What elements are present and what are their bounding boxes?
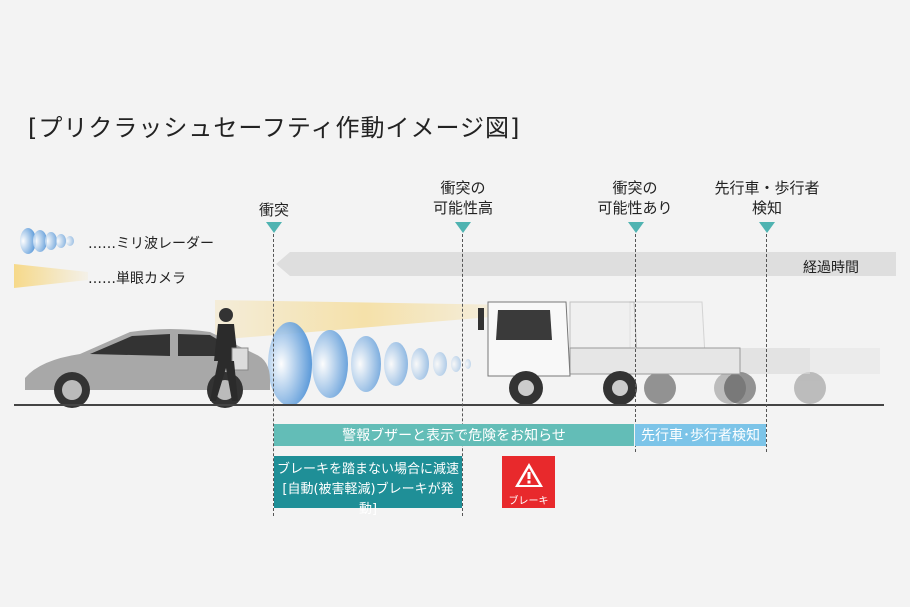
ground-line — [14, 404, 884, 406]
brake-warning-box: ブレーキ — [502, 456, 555, 508]
pedestrian-illustration — [210, 308, 249, 401]
marker-high-risk-label: 衝突の 可能性高 — [432, 179, 493, 217]
radar-wave-icon — [20, 228, 74, 254]
marker-collision-line — [273, 234, 274, 516]
legend-camera-label: ……単眼カメラ — [88, 271, 186, 287]
marker-detection-label: 先行車・歩行者 検知 — [714, 179, 820, 217]
marker-collision-label: 衝突 — [258, 201, 289, 219]
radar-waves — [268, 322, 471, 406]
warning-bar-text: 警報ブザーと表示で危険をお知らせ — [342, 428, 566, 444]
auto-brake-line1: ブレーキを踏まない場合に減速 — [276, 462, 459, 477]
auto-brake-box: ブレーキを踏まない場合に減速 [自動(被害軽減)ブレーキが発動] — [274, 456, 462, 517]
marker-high-risk-triangle — [455, 222, 471, 233]
auto-brake-line2: [自動(被害軽減)ブレーキが発動] — [282, 482, 454, 517]
elapsed-time-label: 経過時間 — [803, 260, 859, 276]
elapsed-time-arrow — [276, 252, 896, 276]
truck-illustration — [478, 301, 880, 405]
marker-possible-risk-triangle — [628, 222, 644, 233]
marker-detection-line — [766, 234, 767, 452]
legend-radar-label: ……ミリ波レーダー — [88, 236, 214, 252]
marker-possible-risk-label: 衝突の 可能性あり — [597, 179, 673, 217]
camera-beam-icon — [14, 264, 88, 288]
detection-bar-text: 先行車･歩行者検知 — [641, 428, 760, 444]
warning-bar: 警報ブザーと表示で危険をお知らせ — [274, 424, 634, 446]
marker-possible-risk-line — [635, 234, 636, 452]
marker-collision-triangle — [266, 222, 282, 233]
brake-warning-label: ブレーキ — [508, 496, 549, 507]
marker-high-risk-line — [462, 234, 463, 516]
warning-triangle-icon — [515, 463, 543, 487]
page-title: [プリクラッシュセーフティ作動イメージ図] — [28, 114, 521, 142]
marker-detection-triangle — [759, 222, 775, 233]
detection-bar: 先行車･歩行者検知 — [635, 424, 766, 446]
car-illustration — [25, 329, 270, 408]
